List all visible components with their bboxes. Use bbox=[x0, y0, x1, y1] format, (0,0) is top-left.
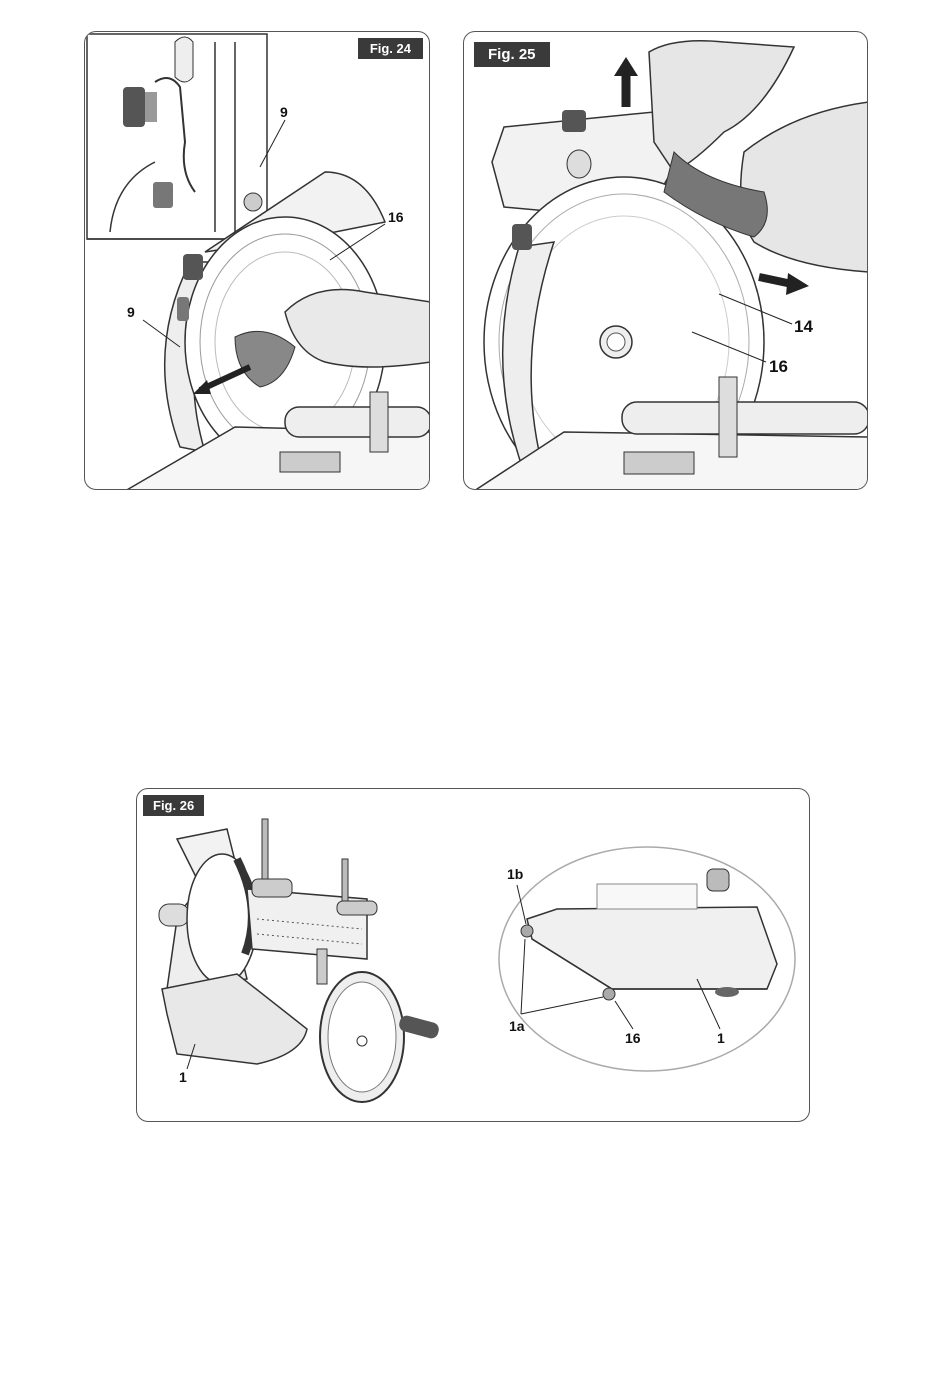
fig25-label: Fig. 25 bbox=[474, 42, 550, 67]
fig24-label: Fig. 24 bbox=[358, 38, 423, 59]
fig24-callout-9-left: 9 bbox=[127, 304, 135, 320]
fig25-callout-14: 14 bbox=[794, 317, 813, 336]
fig26-left-callout-1: 1 bbox=[179, 1069, 187, 1085]
fig26-label: Fig. 26 bbox=[143, 795, 204, 816]
fig26-right-callout-1a: 1a bbox=[509, 1018, 525, 1034]
figure-25: 14 16 Fig. 25 bbox=[463, 31, 868, 490]
figure-24: 9 16 9 Fig. 24 bbox=[84, 31, 430, 490]
fig24-callout-16: 16 bbox=[388, 209, 404, 225]
figure-24-illustration: 9 16 9 bbox=[85, 32, 430, 490]
figure-26-illustration: 1 1b 1a 16 1 bbox=[137, 789, 810, 1122]
fig24-callout-9-top: 9 bbox=[280, 104, 288, 120]
figure-26: 1 1b 1a 16 1 Fig. 26 bbox=[136, 788, 810, 1122]
figure-25-illustration: 14 16 bbox=[464, 32, 868, 490]
fig25-callout-16: 16 bbox=[769, 357, 788, 376]
fig26-right-callout-16: 16 bbox=[625, 1030, 641, 1046]
fig26-right-callout-1b: 1b bbox=[507, 866, 523, 882]
fig26-right-callout-1: 1 bbox=[717, 1030, 725, 1046]
